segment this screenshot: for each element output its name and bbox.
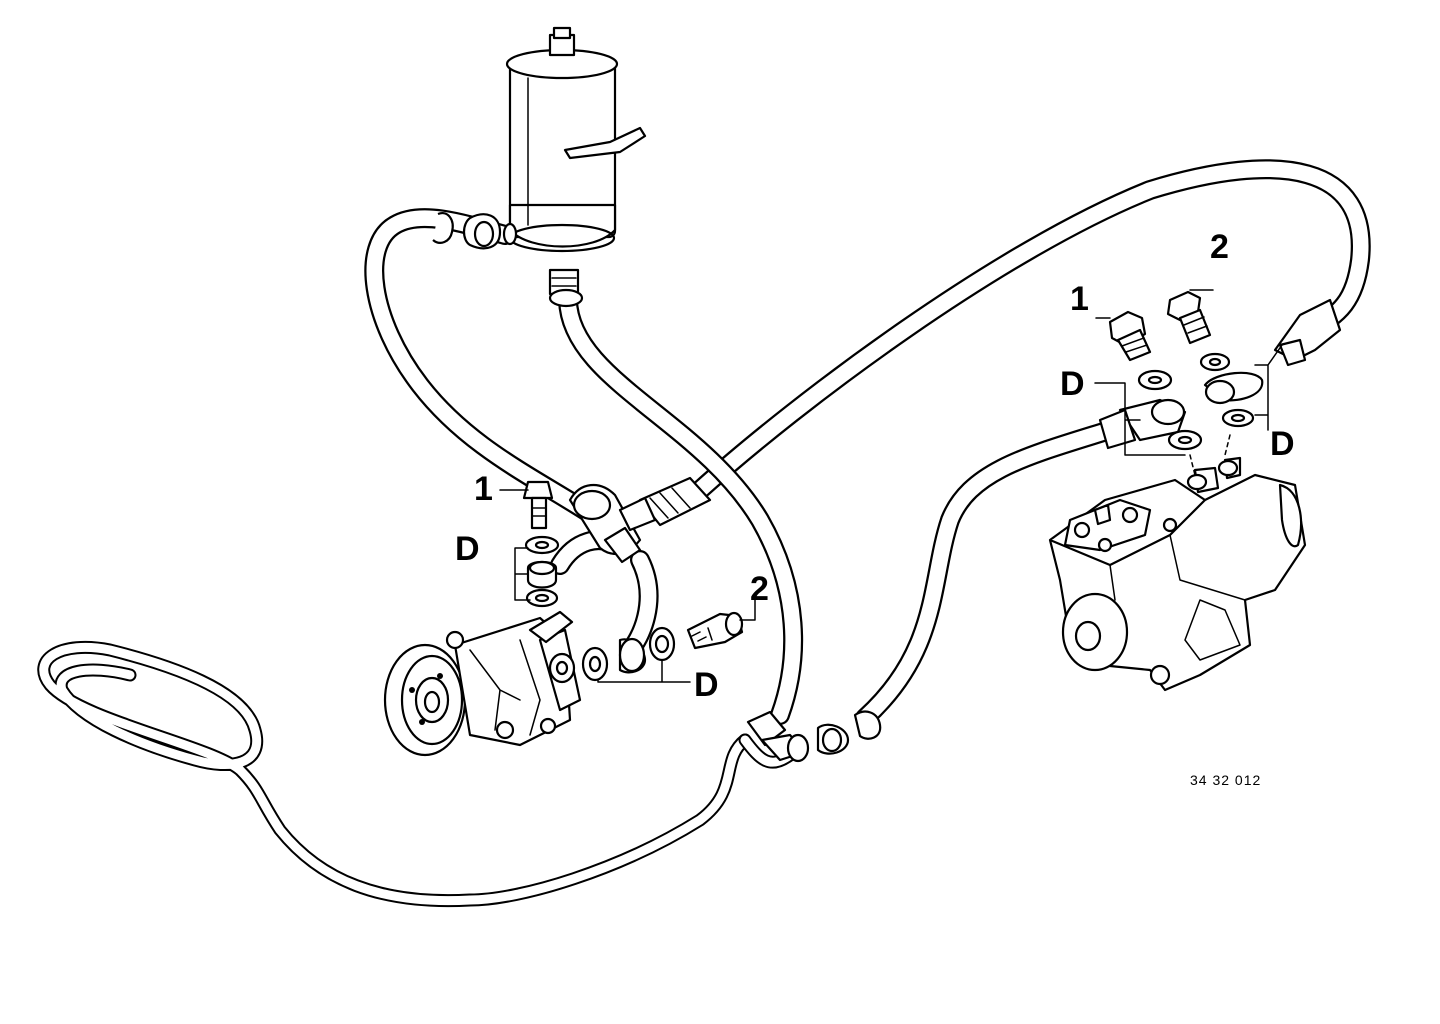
- callout-leaders: [499, 289, 1283, 683]
- sealing-washers-pump-top: [524, 535, 560, 608]
- callout-bolt-2-box: 2: [1210, 228, 1229, 266]
- banjo-bolt-1-box: [1108, 310, 1152, 362]
- diagram-reference-code: 34 32 012: [1190, 772, 1261, 788]
- cooler-hose-fittings: [746, 710, 882, 763]
- power-steering-pump: [383, 610, 582, 757]
- banjo-bolt-2-pump: [686, 611, 744, 650]
- reservoir-hose-clamp: [432, 212, 518, 250]
- banjo-bolt-1-pump: [522, 480, 554, 530]
- callout-washers-pump-side: D: [694, 666, 719, 704]
- sealing-washers-pump-side: [581, 626, 676, 682]
- callout-bolt-1-box: 1: [1070, 280, 1089, 318]
- pump-supply-hose: [550, 530, 659, 660]
- suction-hose: [558, 290, 804, 725]
- sealing-washers-box: [1098, 298, 1342, 491]
- steering-gear-box: [1048, 456, 1307, 692]
- pressure-hose: [855, 420, 1120, 728]
- callout-bolt-2-pump: 2: [750, 570, 769, 608]
- callout-washers-box-left: D: [1060, 365, 1085, 403]
- banjo-bolt-2-box: [1166, 290, 1212, 345]
- callout-washers-pump-top: D: [455, 530, 480, 568]
- callout-bolt-1-pump: 1: [474, 470, 493, 508]
- fluid-reservoir: [505, 26, 647, 308]
- return-hose-long: [364, 159, 1371, 530]
- callout-washers-box-right: D: [1270, 425, 1295, 463]
- hose-connectors-upper: [568, 476, 712, 564]
